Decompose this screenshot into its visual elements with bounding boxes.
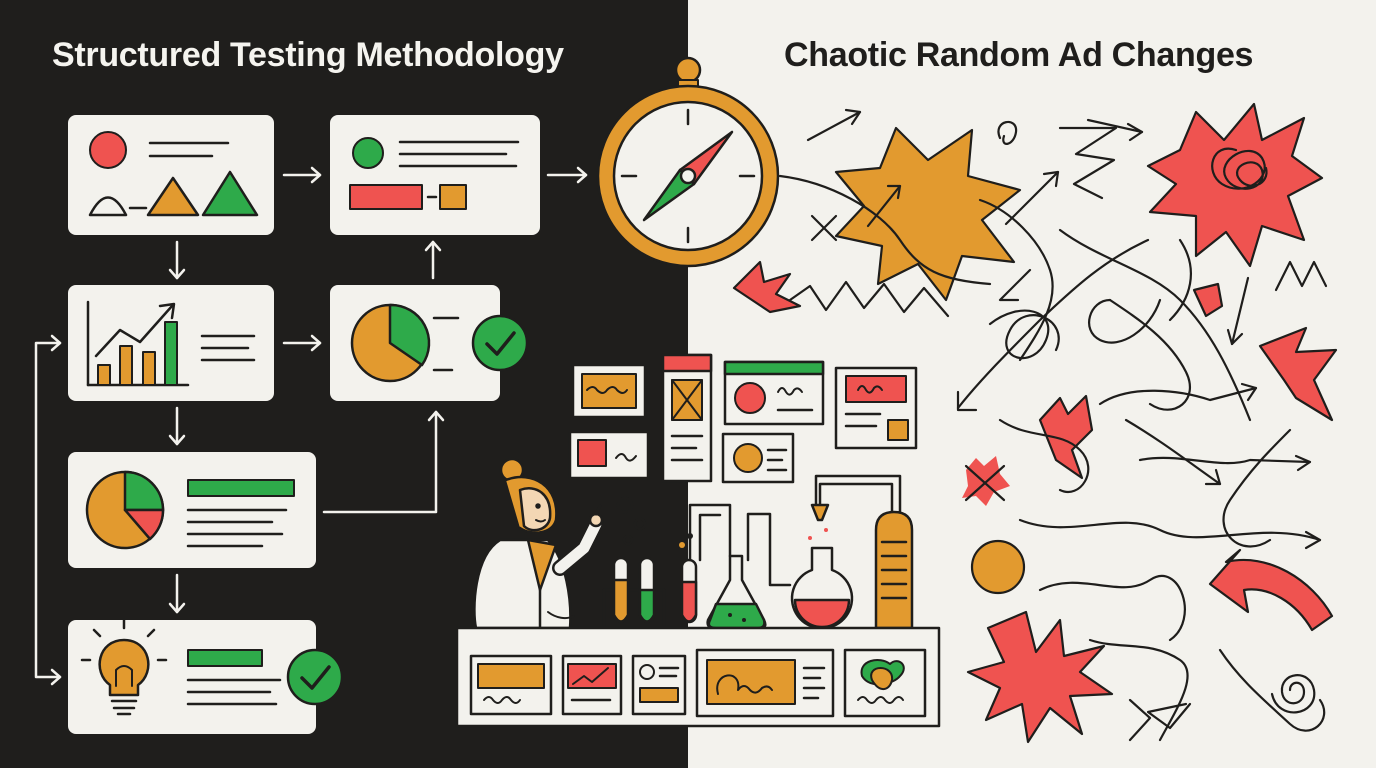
lab-bench <box>455 626 941 728</box>
flow-arrows <box>34 166 588 686</box>
ad-card <box>721 432 795 484</box>
lab-scene <box>455 353 941 728</box>
card-pie-report <box>68 452 316 568</box>
ad-card <box>834 366 918 450</box>
ad-banner <box>661 353 713 483</box>
pie-chart-icon <box>350 303 431 383</box>
card-bar-chart <box>68 285 274 401</box>
gas-cylinder <box>874 510 914 630</box>
ad-card <box>571 363 647 419</box>
spiral-icon <box>1270 674 1316 714</box>
chaotic-title: Chaotic Random Ad Changes <box>784 36 1254 74</box>
structured-title: Structured Testing Methodology <box>52 36 564 74</box>
check-icon <box>286 648 344 706</box>
chaos-scene <box>732 102 1338 744</box>
compass-icon <box>596 56 780 268</box>
ad-card <box>568 430 650 480</box>
starburst-icon <box>834 126 1022 302</box>
flow-diagram <box>34 115 588 734</box>
card-shape-test <box>68 115 274 235</box>
scribble-icon <box>1211 147 1268 190</box>
scientist-figure <box>473 457 604 630</box>
lightbulb-icon <box>80 618 168 716</box>
check-icon <box>471 314 529 372</box>
starburst-icon <box>966 610 1114 744</box>
card-variant-test <box>330 115 540 235</box>
ad-card <box>723 360 825 426</box>
test-tube-icon <box>602 556 698 630</box>
flask-icon <box>706 554 767 630</box>
bar-chart-icon <box>86 300 190 387</box>
flask-icon <box>790 503 854 630</box>
starburst-icon <box>1146 102 1324 268</box>
card-insight <box>68 618 344 734</box>
card-pie-check <box>330 285 529 401</box>
